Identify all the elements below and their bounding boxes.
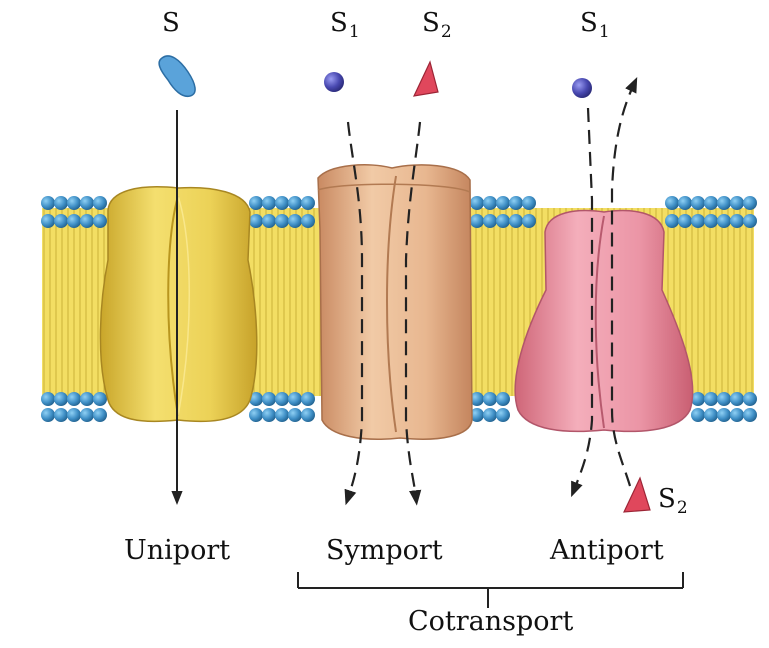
antiport-label: Antiport bbox=[550, 535, 664, 566]
lipid-head bbox=[288, 196, 302, 210]
lipid-head bbox=[522, 196, 536, 210]
uniport-substrate-label: S bbox=[162, 8, 180, 38]
lipid-head bbox=[717, 392, 731, 406]
lipid-head bbox=[93, 408, 107, 422]
lipid-head bbox=[691, 214, 705, 228]
cotransport-label: Cotransport bbox=[408, 606, 573, 637]
lipid-head bbox=[262, 214, 276, 228]
lipid-head bbox=[483, 392, 497, 406]
lipid-head bbox=[730, 196, 744, 210]
lipid-head bbox=[678, 214, 692, 228]
lipid-head bbox=[262, 196, 276, 210]
cotransport-bracket bbox=[298, 572, 683, 608]
lipid-head bbox=[54, 392, 68, 406]
uniport-substrate-oval bbox=[159, 56, 195, 96]
lipid-head bbox=[730, 408, 744, 422]
lipid-head bbox=[54, 214, 68, 228]
symport-s1-sphere bbox=[324, 72, 344, 92]
lipid-head bbox=[262, 408, 276, 422]
antiport-s1-sphere bbox=[572, 78, 592, 98]
lipid-head bbox=[470, 196, 484, 210]
lipid-head bbox=[301, 408, 315, 422]
lipid-head bbox=[665, 196, 679, 210]
lipid-head bbox=[522, 214, 536, 228]
lipid-head bbox=[704, 196, 718, 210]
symport-s2-label: S2 bbox=[422, 8, 452, 38]
lipid-head bbox=[730, 214, 744, 228]
lipid-head bbox=[275, 196, 289, 210]
lipid-head bbox=[509, 214, 523, 228]
lipid-head bbox=[496, 214, 510, 228]
lipid-head bbox=[717, 214, 731, 228]
lipid-head bbox=[717, 408, 731, 422]
lipid-head bbox=[54, 196, 68, 210]
lipid-head bbox=[67, 408, 81, 422]
lipid-head bbox=[743, 196, 757, 210]
lipid-head bbox=[80, 214, 94, 228]
lipid-head bbox=[275, 408, 289, 422]
antiport-s1-label: S1 bbox=[580, 8, 610, 38]
lipid-head bbox=[301, 214, 315, 228]
lipid-head bbox=[80, 196, 94, 210]
lipid-head bbox=[496, 196, 510, 210]
lipid-head bbox=[743, 392, 757, 406]
uniport-label: Uniport bbox=[124, 535, 230, 566]
lipid-head bbox=[678, 196, 692, 210]
lipid-head bbox=[41, 214, 55, 228]
lipid-head bbox=[483, 408, 497, 422]
lipid-head bbox=[730, 392, 744, 406]
lipid-head bbox=[67, 214, 81, 228]
lipid-head bbox=[301, 196, 315, 210]
lipid-head bbox=[67, 392, 81, 406]
lipid-head bbox=[691, 408, 705, 422]
lipid-head bbox=[41, 392, 55, 406]
lipid-head bbox=[704, 392, 718, 406]
lipid-head bbox=[249, 408, 263, 422]
symport-protein bbox=[318, 165, 472, 439]
lipid-head bbox=[704, 408, 718, 422]
symport-label: Symport bbox=[326, 535, 443, 566]
lipid-head bbox=[93, 392, 107, 406]
lipid-head bbox=[67, 196, 81, 210]
lipid-head bbox=[249, 196, 263, 210]
lipid-head bbox=[496, 392, 510, 406]
lipid-head bbox=[54, 408, 68, 422]
lipid-head bbox=[743, 408, 757, 422]
lipid-head bbox=[41, 408, 55, 422]
lipid-head bbox=[483, 196, 497, 210]
lipid-head bbox=[483, 214, 497, 228]
lipid-head bbox=[665, 214, 679, 228]
lipid-head bbox=[496, 408, 510, 422]
lipid-head bbox=[93, 196, 107, 210]
lipid-head bbox=[275, 214, 289, 228]
lipid-head bbox=[41, 196, 55, 210]
lipid-head bbox=[80, 392, 94, 406]
lipid-head bbox=[80, 408, 94, 422]
lipid-head bbox=[509, 196, 523, 210]
lipid-head bbox=[288, 408, 302, 422]
antiport-s2-label: S2 bbox=[658, 484, 688, 514]
lipid-head bbox=[288, 392, 302, 406]
lipid-head bbox=[743, 214, 757, 228]
lipid-head bbox=[717, 196, 731, 210]
lipid-head bbox=[301, 392, 315, 406]
lipid-head bbox=[275, 392, 289, 406]
symport-s1-label: S1 bbox=[330, 8, 360, 38]
antiport-s2-wedge bbox=[624, 478, 650, 512]
lipid-head bbox=[288, 214, 302, 228]
symport-s2-wedge bbox=[414, 62, 438, 96]
lipid-head bbox=[470, 214, 484, 228]
lipid-head bbox=[691, 196, 705, 210]
lipid-head bbox=[262, 392, 276, 406]
uniport-protein bbox=[100, 187, 256, 422]
lipid-head bbox=[249, 214, 263, 228]
lipid-head bbox=[93, 214, 107, 228]
lipid-head bbox=[704, 214, 718, 228]
